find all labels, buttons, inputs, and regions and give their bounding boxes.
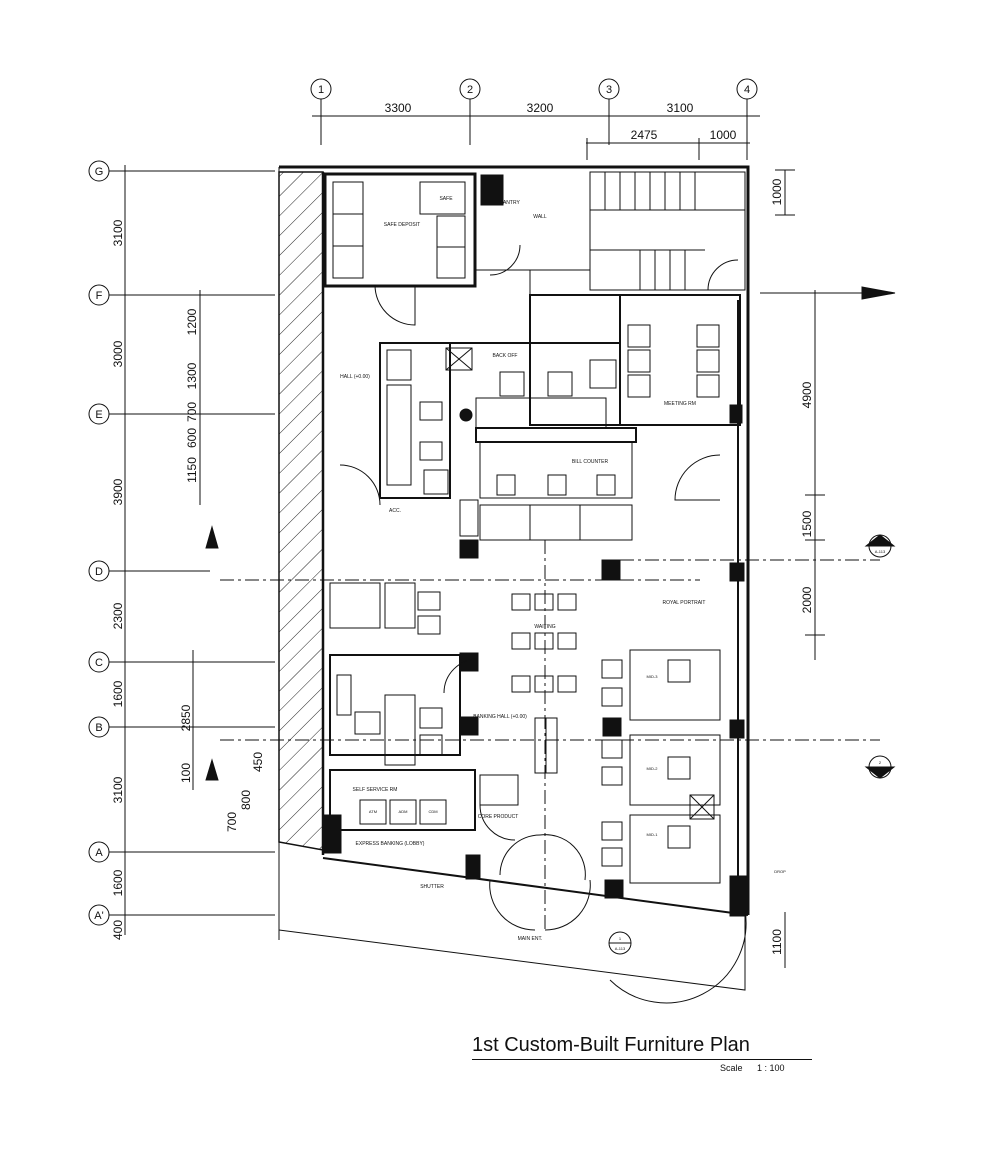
main-entrance-doors bbox=[489, 834, 747, 1004]
dim-top-1: 3300 bbox=[385, 101, 412, 115]
dim-inner-11: 450 bbox=[251, 752, 265, 772]
dim-left-1: 3100 bbox=[111, 219, 125, 246]
hall-area bbox=[339, 342, 479, 559]
grid-label-F: F bbox=[96, 290, 103, 302]
grid-label-A: A bbox=[95, 847, 103, 859]
meeting-room bbox=[619, 294, 743, 880]
label-adm: ADM bbox=[399, 809, 408, 814]
safe-deposit-room bbox=[323, 172, 477, 326]
section-ref-3: A-113 bbox=[615, 946, 626, 951]
dim-right-3: 1500 bbox=[800, 510, 814, 537]
room-express-banking: EXPRESS BANKING (LOBBY) bbox=[356, 841, 425, 847]
dim-left-3: 3900 bbox=[111, 478, 125, 505]
dim-inner-4: 1150 bbox=[185, 457, 199, 483]
grid-label-4: 4 bbox=[744, 84, 750, 96]
dim-left-4: 2300 bbox=[111, 602, 125, 629]
grid-label-1: 1 bbox=[318, 84, 324, 96]
label-mid-1: MID-1 bbox=[647, 832, 659, 837]
room-wall: WALL bbox=[533, 214, 547, 220]
dim-inner-9: 700 bbox=[225, 812, 239, 832]
dim-top-2: 3200 bbox=[527, 101, 554, 115]
grid-label-E: E bbox=[95, 409, 102, 421]
self-service-room bbox=[322, 769, 519, 880]
hatched-wall bbox=[278, 171, 324, 851]
room-banking-hall: BANKING HALL (+0.00) bbox=[473, 714, 527, 720]
label-atm: ATM bbox=[369, 809, 377, 814]
right-dimension-lines bbox=[775, 169, 825, 968]
label-drop: DROP bbox=[774, 869, 786, 874]
dim-inner-8: 100 bbox=[179, 763, 193, 783]
grid-label-D: D bbox=[95, 566, 103, 578]
label-main-ent: MAIN ENT. bbox=[518, 936, 543, 942]
grid-label-2: 2 bbox=[467, 84, 473, 96]
dim-left-6: 3100 bbox=[111, 776, 125, 803]
label-mid-3: MID-3 bbox=[647, 674, 659, 679]
dim-left-7: 1600 bbox=[111, 869, 125, 896]
room-meeting: MEETING RM bbox=[664, 401, 696, 407]
grid-label-3: 3 bbox=[606, 84, 612, 96]
drawing-title: 1st Custom-Built Furniture Plan bbox=[472, 1034, 812, 1060]
label-cdm: CDM bbox=[428, 809, 437, 814]
back-office bbox=[380, 294, 621, 429]
dim-right-2: 4900 bbox=[800, 381, 814, 408]
room-back-off: BACK OFF bbox=[492, 353, 517, 359]
room-hall: HALL (+0.00) bbox=[340, 374, 370, 380]
label-core-product: CORE PRODUCT bbox=[478, 814, 519, 820]
room-bill-counter: BILL COUNTER bbox=[572, 459, 609, 465]
scale-value: 1 : 100 bbox=[757, 1063, 785, 1073]
stair bbox=[589, 171, 746, 291]
dim-inner-10: 800 bbox=[239, 790, 253, 810]
dim-inner-1: 1200 bbox=[185, 308, 199, 335]
section-markers bbox=[205, 286, 896, 955]
dim-left-2: 3000 bbox=[111, 340, 125, 367]
scale-label: Scale bbox=[720, 1063, 743, 1073]
dim-top-3: 3100 bbox=[667, 101, 694, 115]
label-royal-portrait: ROYAL PORTRAIT bbox=[663, 600, 706, 606]
room-self-service: SELF SERVICE RM bbox=[353, 787, 398, 793]
grid-column-markers bbox=[310, 78, 760, 160]
dim-left-8: 400 bbox=[111, 920, 125, 940]
dim-left-5: 1600 bbox=[111, 680, 125, 707]
grid-label-C: C bbox=[95, 657, 103, 669]
section-mark-3: 1 bbox=[619, 936, 622, 941]
room-safe-deposit: SAFE DEPOSIT bbox=[384, 222, 420, 228]
room-safe: SAFE bbox=[439, 196, 453, 202]
dim-top-sub-1: 2475 bbox=[631, 128, 658, 142]
dim-right-5: 1100 bbox=[770, 929, 784, 955]
label-mid-2: MID-2 bbox=[647, 766, 659, 771]
grid-label-B: B bbox=[95, 722, 102, 734]
dim-inner-5: 600 bbox=[185, 428, 199, 448]
dim-inner-7: 2850 bbox=[179, 704, 193, 731]
drawing-scale: Scale 1 : 100 bbox=[720, 1063, 797, 1073]
label-acc: ACC. bbox=[389, 508, 401, 514]
teller-counters bbox=[629, 562, 747, 917]
dim-inner-2: 1300 bbox=[185, 362, 199, 389]
pantry-area bbox=[475, 174, 590, 330]
grid-label-G: G bbox=[95, 166, 104, 178]
waiting-area bbox=[220, 559, 700, 693]
dim-inner-3: 700 bbox=[185, 402, 199, 422]
section-ref-1: A-113 bbox=[875, 549, 886, 554]
room-pantry: PANTRY bbox=[500, 200, 520, 206]
building-outline bbox=[278, 165, 750, 991]
left-rooms bbox=[329, 652, 479, 766]
grid-label-A-prime: A' bbox=[94, 910, 103, 922]
dim-top-sub-2: 1000 bbox=[710, 128, 737, 142]
section-mark-2: 2 bbox=[879, 760, 882, 765]
grid-row-markers bbox=[88, 160, 275, 935]
label-shutter: SHUTTER bbox=[420, 884, 444, 890]
dim-right-1: 1000 bbox=[770, 178, 784, 205]
banking-hall bbox=[534, 540, 624, 930]
bill-counter bbox=[475, 427, 637, 541]
dim-right-4: 2000 bbox=[800, 586, 814, 613]
section-ref-2: A-113 bbox=[875, 770, 886, 775]
section-mark-1: 1 bbox=[879, 539, 882, 544]
